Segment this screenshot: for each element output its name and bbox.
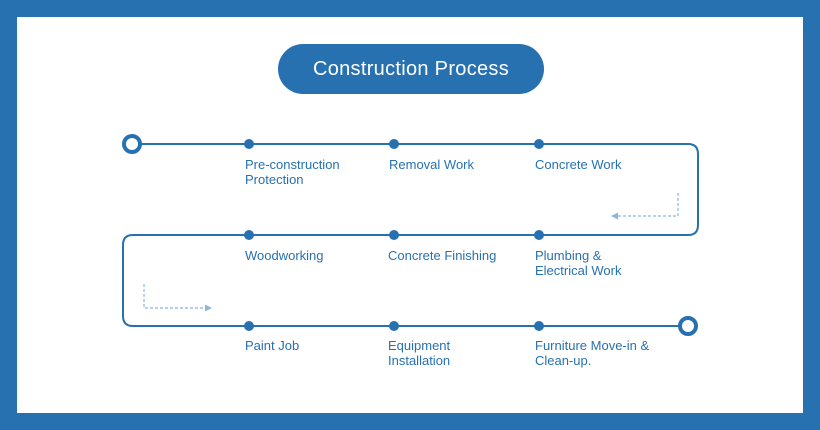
step-label-line: Paint Job bbox=[245, 338, 300, 353]
arrowhead-left-icon bbox=[611, 212, 618, 220]
step-label-line: Woodworking bbox=[245, 248, 324, 263]
step-dot-4 bbox=[244, 230, 254, 240]
step-label-line: Concrete Finishing bbox=[388, 248, 497, 263]
dashed-arrow-icon bbox=[143, 284, 205, 309]
step-label-line: Removal Work bbox=[389, 157, 475, 172]
step-label-concrete-finishing: Concrete Finishing bbox=[388, 248, 528, 263]
step-label-furniture-clean-up: Furniture Move-in & Clean-up. bbox=[535, 338, 675, 368]
step-dot-7 bbox=[244, 321, 254, 331]
step-label-pre-construction: Pre-construction Protection bbox=[245, 157, 385, 187]
step-dot-3 bbox=[534, 139, 544, 149]
step-dot-8 bbox=[389, 321, 399, 331]
step-label-line: Electrical Work bbox=[535, 263, 622, 278]
step-label-line: Installation bbox=[388, 353, 451, 368]
start-ring-icon bbox=[122, 134, 142, 154]
step-dot-9 bbox=[534, 321, 544, 331]
step-label-line: Clean-up. bbox=[535, 353, 592, 368]
step-dot-6 bbox=[534, 230, 544, 240]
dashed-arrow-icon bbox=[618, 193, 679, 217]
page-title: Construction Process bbox=[278, 44, 544, 94]
step-label-line: Pre-construction bbox=[245, 157, 340, 172]
arrowhead-right-icon bbox=[205, 304, 212, 312]
step-label-plumbing-electrical: Plumbing & Electrical Work bbox=[535, 248, 675, 278]
step-dot-1 bbox=[244, 139, 254, 149]
end-ring-icon bbox=[678, 316, 698, 336]
step-label-woodworking: Woodworking bbox=[245, 248, 385, 263]
step-label-line: Concrete Work bbox=[535, 157, 622, 172]
step-dot-2 bbox=[389, 139, 399, 149]
process-card: Construction Process bbox=[17, 17, 803, 413]
step-dot-5 bbox=[389, 230, 399, 240]
step-label-removal-work: Removal Work bbox=[389, 157, 529, 172]
step-label-line: Protection bbox=[245, 172, 304, 187]
step-label-line: Equipment bbox=[388, 338, 451, 353]
step-label-paint-job: Paint Job bbox=[245, 338, 385, 353]
flow-line bbox=[122, 143, 699, 327]
step-label-equipment-installation: Equipment Installation bbox=[388, 338, 528, 368]
step-label-line: Plumbing & bbox=[535, 248, 602, 263]
step-label-concrete-work: Concrete Work bbox=[535, 157, 675, 172]
step-label-line: Furniture Move-in & bbox=[535, 338, 650, 353]
